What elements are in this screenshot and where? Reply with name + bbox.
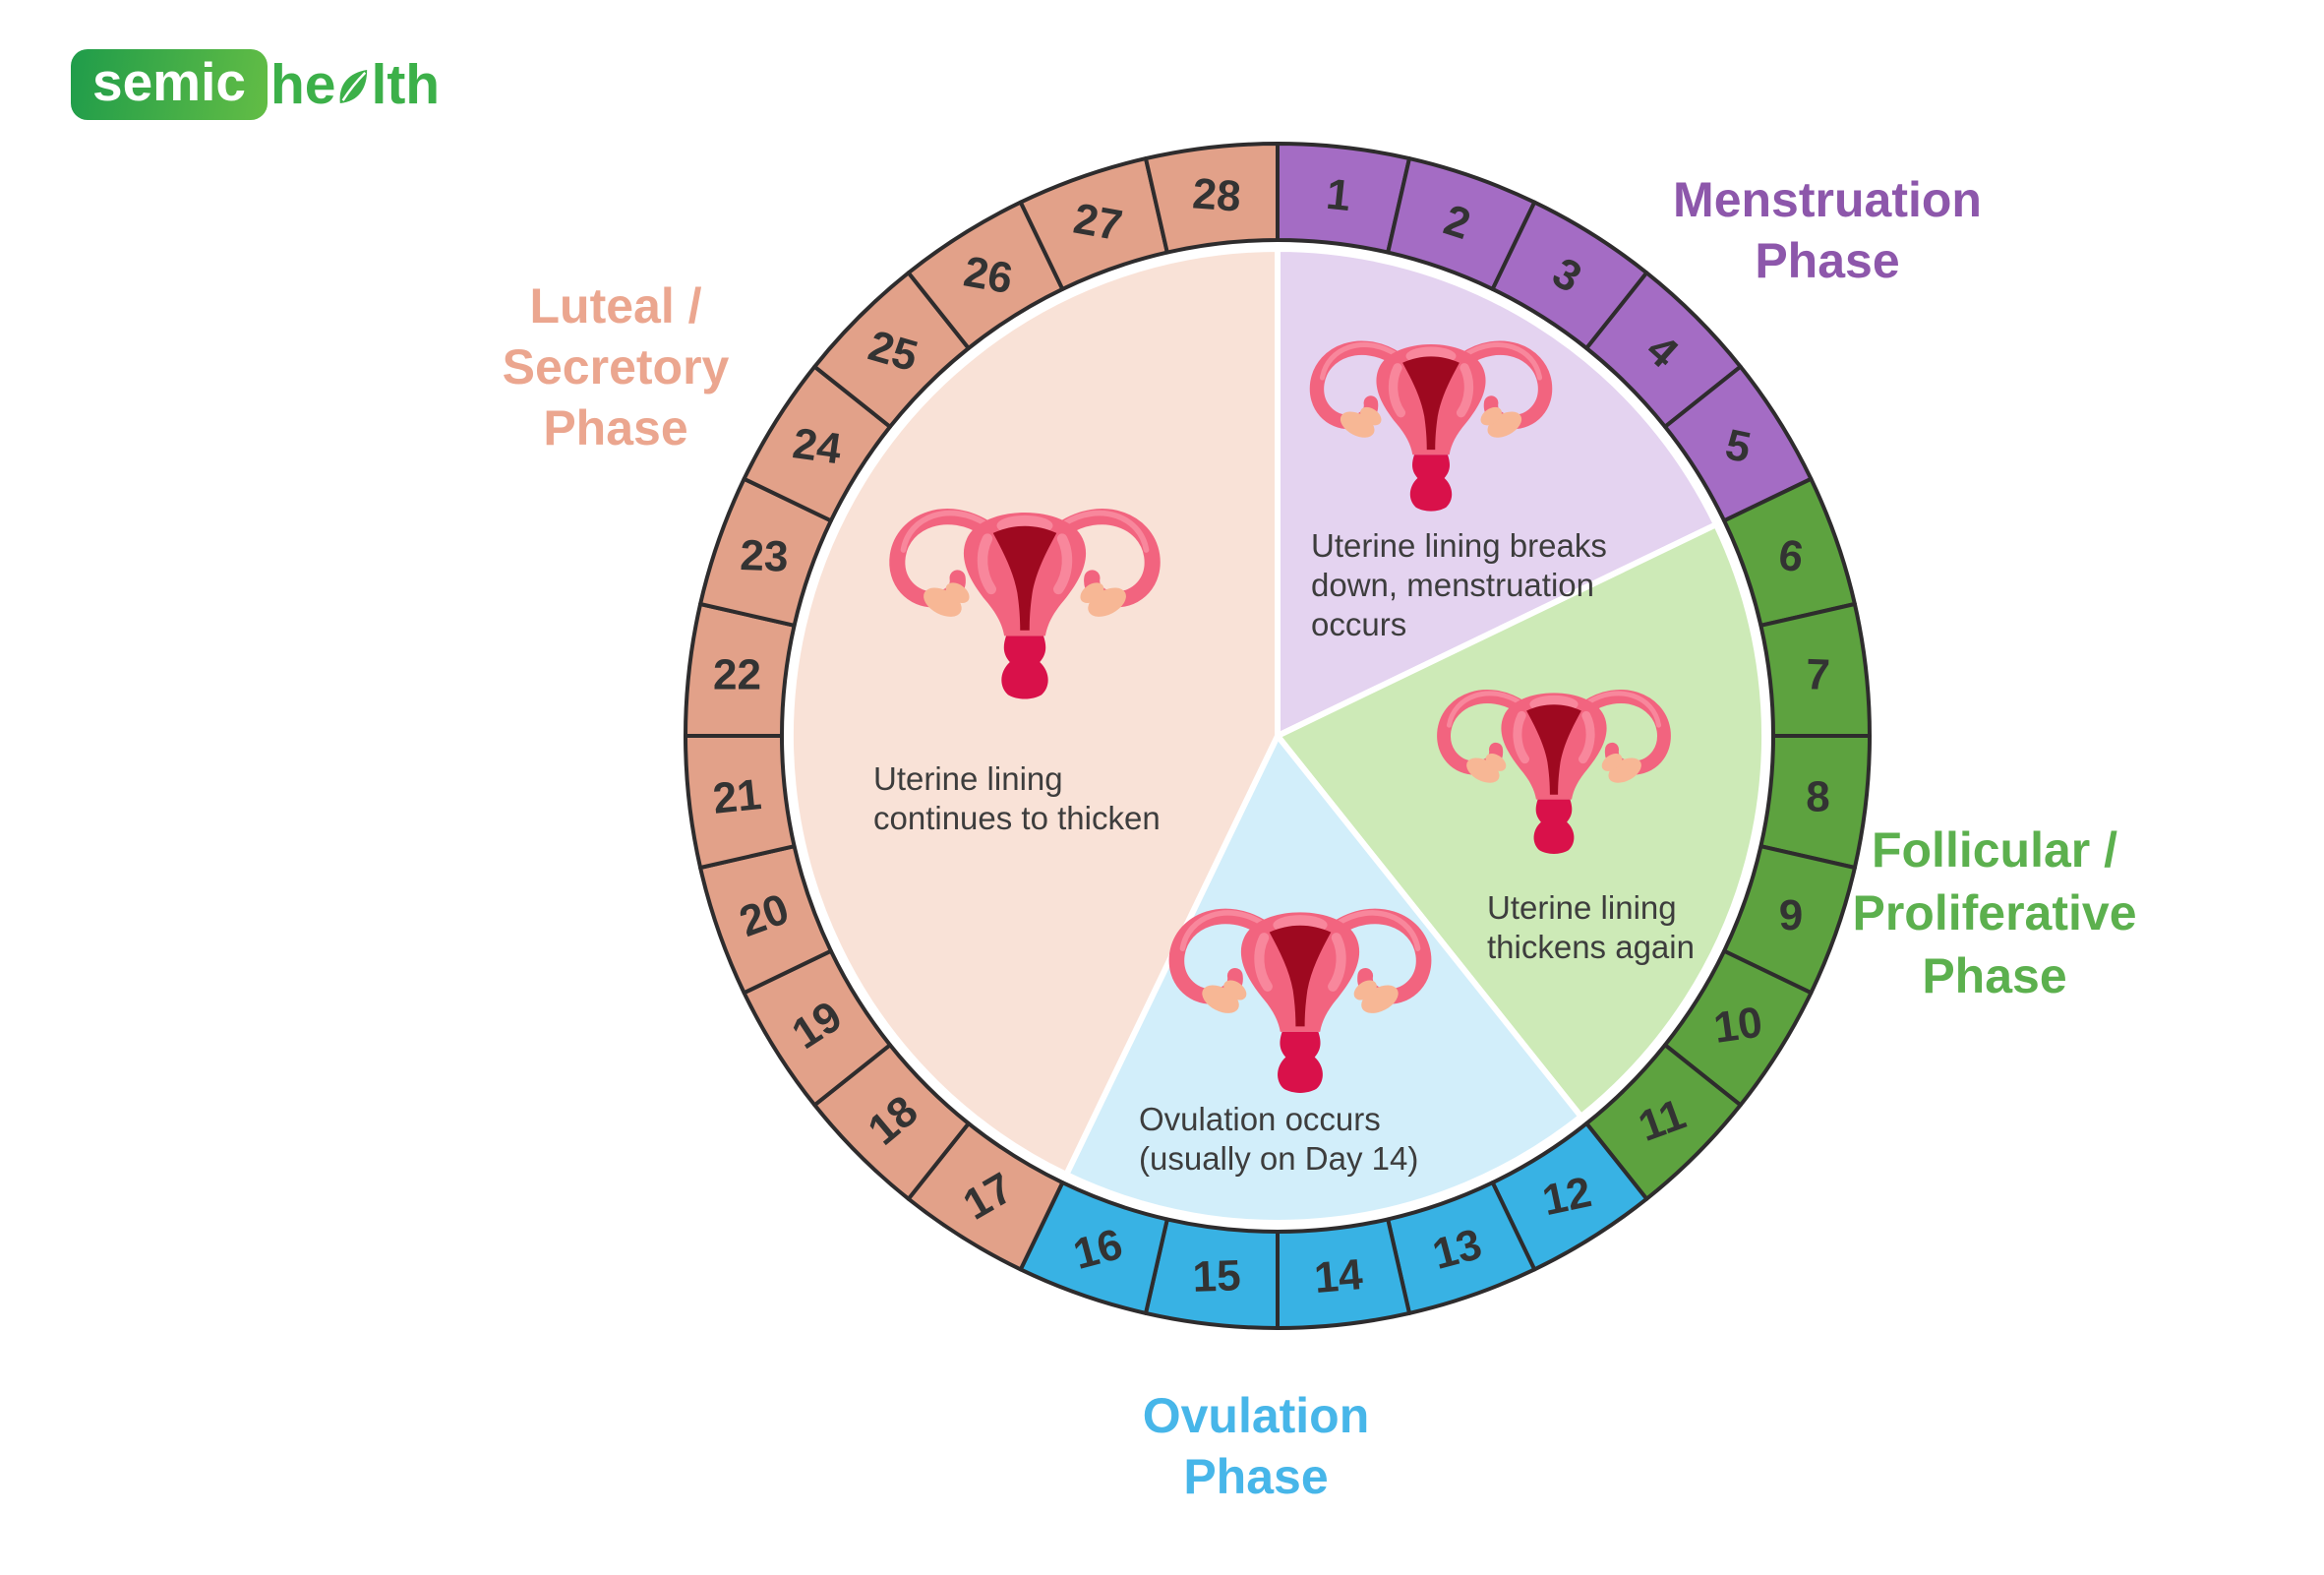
day-number-7: 7 [1805,650,1830,699]
description-line: occurs [1311,606,1407,642]
day-number-8: 8 [1806,772,1829,820]
description-line: Uterine lining [873,760,1063,797]
phase-title-follicular: Follicular / Proliferative Phase [1798,818,2191,1007]
logo-health-prefix: he [269,52,336,116]
phase-title-line: Follicular / [1871,822,2118,878]
logo-text-health: he lth [269,52,441,116]
day-number-28: 28 [1191,169,1242,220]
leaf-icon [340,70,368,103]
phase-title-line: Phase [1183,1449,1329,1504]
description-line: Uterine lining [1487,889,1677,926]
day-number-14: 14 [1312,1250,1365,1302]
phase-title-line: Ovulation [1142,1388,1370,1443]
phase-title-menstruation: Menstruation Phase [1631,169,2024,291]
phase-title-line: Menstruation [1673,172,1982,227]
phase-wedges [787,246,1768,1227]
phase-wedge-luteal [787,246,1281,1178]
day-ring [684,142,1872,1330]
day-number-23: 23 [740,531,790,581]
logo-badge: semic [71,49,268,120]
phase-title-line: Phase [543,400,688,455]
phase-title-ovulation: Ovulation Phase [1059,1385,1453,1507]
description-line: continues to thicken [873,800,1161,836]
day-number-27: 27 [1070,195,1126,251]
phase-title-line: Proliferative [1852,885,2137,940]
description-luteal: Uterine lining continues to thicken [873,759,1161,838]
day-number-24: 24 [790,419,845,473]
day-number-16: 16 [1068,1220,1127,1279]
logo: semic he lth [71,49,440,120]
description-line: (usually on Day 14) [1139,1140,1419,1177]
description-follicular: Uterine lining thickens again [1487,888,1695,967]
day-number-1: 1 [1324,170,1352,220]
description-ovulation: Ovulation occurs (usually on Day 14) [1139,1100,1418,1179]
day-number-22: 22 [713,651,761,699]
phase-title-line: Phase [1755,233,1900,288]
description-line: down, menstruation [1311,567,1594,603]
description-menstruation: Uterine lining breaks down, menstruation… [1311,526,1607,644]
phase-title-line: Secretory [502,339,730,394]
phase-title-luteal: Luteal / Secretory Phase [419,275,812,458]
day-number-9: 9 [1779,891,1803,939]
description-line: Uterine lining breaks [1311,527,1607,564]
phase-title-line: Luteal / [529,278,702,333]
logo-text-semic: semic [92,50,246,112]
description-line: thickens again [1487,929,1695,965]
day-number-15: 15 [1192,1251,1242,1302]
logo-health-suffix: lth [371,52,441,116]
description-line: Ovulation occurs [1139,1101,1381,1137]
day-number-12: 12 [1538,1168,1595,1225]
day-number-26: 26 [960,247,1016,303]
phase-title-line: Phase [1922,948,2067,1003]
phase-wedge-follicular [1275,521,1768,1120]
day-number-21: 21 [711,770,764,823]
day-number-10: 10 [1711,999,1765,1053]
day-segment-28 [1144,142,1280,255]
